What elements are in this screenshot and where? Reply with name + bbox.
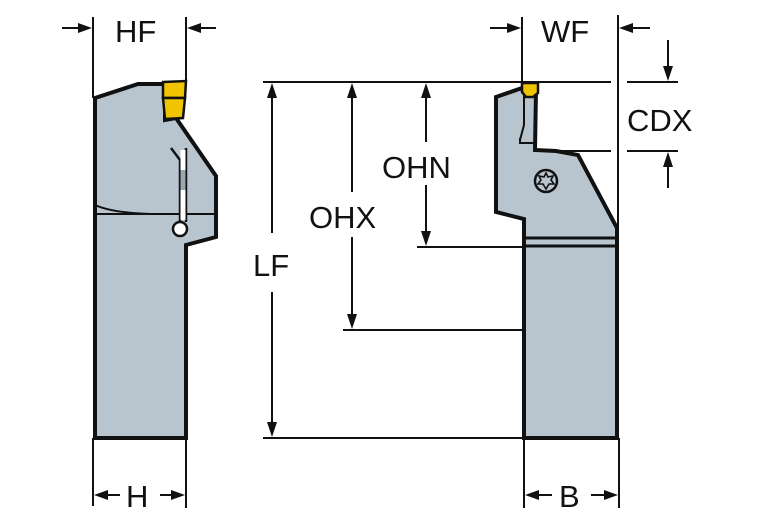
hf-dimension: HF	[62, 14, 216, 98]
side-view-tool-body	[93, 82, 218, 440]
front-view-blade	[519, 92, 525, 141]
front-view-tool-body	[494, 86, 619, 440]
b-label: B	[559, 479, 580, 514]
b-dimension: B	[523, 438, 620, 514]
side-view-curve	[94, 204, 161, 215]
coolant-hole	[171, 220, 189, 238]
lf-dimension: LF	[253, 83, 524, 439]
cdx-label: CDX	[627, 103, 693, 138]
side-view-cutting-insert	[161, 79, 188, 100]
coolant-channel	[170, 147, 188, 222]
ohn-dimension: OHN	[382, 83, 524, 248]
hf-label: HF	[115, 14, 156, 49]
wf-label: WF	[541, 14, 589, 49]
lf-label: LF	[253, 248, 289, 283]
cdx-dimension: CDX	[548, 40, 693, 188]
h-label: H	[126, 479, 148, 514]
side-view	[93, 79, 218, 440]
wf-dimension: WF	[490, 14, 650, 230]
torx-screw-icon	[533, 168, 559, 194]
front-view-cutting-insert	[520, 81, 540, 99]
front-view	[494, 81, 619, 440]
coolant-channel-marker	[180, 170, 186, 190]
ohn-label: OHN	[382, 150, 451, 185]
h-dimension: H	[92, 438, 187, 514]
side-view-cutting-insert-lower	[161, 96, 187, 121]
ohx-label: OHX	[309, 200, 377, 235]
ohx-dimension: OHX	[309, 83, 524, 331]
